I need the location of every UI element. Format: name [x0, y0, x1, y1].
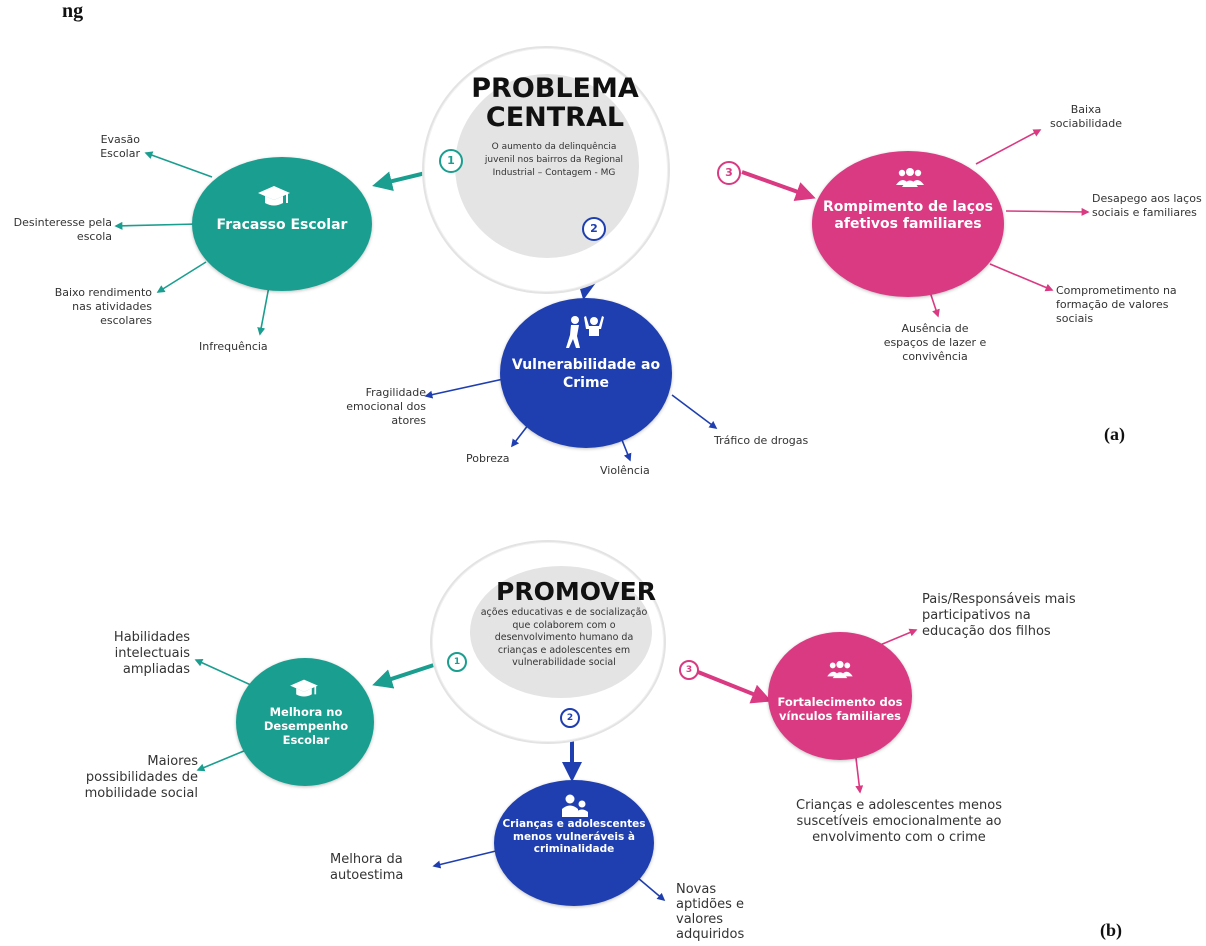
- leaf-comprometimento: Comprometimento na formação de valores s…: [1056, 284, 1177, 325]
- arrow-crime-fragilidade: [424, 377, 509, 399]
- step-badge-b-3: 3: [679, 660, 699, 680]
- central-promote-title: PROMOVER: [496, 577, 656, 606]
- leaf-suscetiveis: Crianças e adolescentes menos suscetívei…: [796, 798, 1002, 845]
- leaf-trafico: Tráfico de drogas: [714, 434, 809, 447]
- leaf-ausencia: Ausência de espaços de lazer e convivênc…: [883, 322, 987, 363]
- panel-b-label: (b): [1100, 920, 1122, 940]
- family-strengthening-label: Fortalecimento dos vínculos familiares: [777, 695, 903, 723]
- step-badge-3: 3: [717, 161, 741, 185]
- people-group-icon: [896, 168, 924, 187]
- leaf-violencia: Violência: [600, 464, 650, 477]
- heading-fragment: ng: [62, 0, 84, 22]
- school-improvement-node: [236, 658, 374, 786]
- parent-child-icon: [562, 794, 588, 817]
- leaf-mobilidade: Maiores possibilidades de mobilidade soc…: [84, 754, 198, 801]
- arrow-crime-violencia: [621, 439, 632, 462]
- step-badge-2: 2: [582, 217, 606, 241]
- central-promote-text: ações educativas e de socialização que c…: [480, 607, 648, 668]
- crime-vulnerability-label: Vulnerabilidade ao Crime: [511, 357, 661, 391]
- arrow-school-desinteresse: [114, 221, 199, 230]
- graduation-cap-icon: [258, 186, 290, 206]
- leaf-rendimento: Baixo rendimento nas atividades escolare…: [54, 286, 152, 327]
- school-failure-node: [192, 157, 372, 291]
- leaf-desapego: Desapego aos laços sociais e familiares: [1092, 192, 1202, 219]
- people-group-icon: [827, 660, 853, 679]
- leaf-fragilidade: Fragilidade emocional dos atores: [346, 386, 426, 427]
- arrow-children-autoestima: [432, 849, 501, 869]
- family-strengthening-node: [768, 632, 912, 760]
- arrow-crime-trafico: [671, 394, 718, 429]
- leaf-autoestima: Melhora da autoestima: [330, 852, 404, 883]
- panel-a-label: (a): [1104, 424, 1125, 444]
- leaf-infrequencia: Infrequência: [199, 340, 268, 353]
- arrow-family-suscetiveis: [855, 757, 864, 794]
- arrow-family-desapego: [1005, 207, 1090, 216]
- arrow-children-aptidoes: [637, 877, 666, 902]
- children-resilience-label: Crianças e adolescentes menos vulnerávei…: [502, 818, 646, 855]
- leaf-pais: Pais/Responsáveis mais participativos na…: [922, 592, 1076, 639]
- central-problem-title: PROBLEMA CENTRAL: [471, 73, 639, 133]
- leaf-habilidades: Habilidades intelectuais ampliadas: [113, 630, 190, 677]
- leaf-pobreza: Pobreza: [466, 452, 510, 465]
- school-failure-label: Fracasso Escolar: [216, 217, 348, 233]
- arrow-family-sociabilidade: [975, 129, 1042, 165]
- leaf-sociabilidade: Baixa sociabilidade: [1050, 103, 1122, 130]
- arrow-school-rendimento: [156, 261, 207, 293]
- step-badge-1: 1: [439, 149, 463, 173]
- arrow-promote-to-family: [697, 670, 772, 704]
- arrow-center-to-family: [741, 170, 816, 202]
- arrow-family-ausencia: [929, 291, 940, 318]
- central-disc-b: [470, 566, 652, 698]
- central-disc: [455, 74, 639, 258]
- leaf-desinteresse: Desinteresse pela escola: [13, 216, 112, 243]
- leaf-evasao: Evasão Escolar: [100, 133, 140, 160]
- family-rupture-label: Rompimento de laços afetivos familiares: [823, 199, 993, 232]
- arrow-school-evasao: [144, 151, 213, 178]
- leaf-aptidoes: Novas aptidões e valores adquiridos: [676, 882, 745, 942]
- school-improvement-label: Melhora no Desempenho Escolar: [263, 705, 349, 747]
- central-problem-text: O aumento da delinquência juvenil nos ba…: [484, 142, 624, 178]
- step-badge-b-2: 2: [560, 708, 580, 728]
- step-badge-b-1: 1: [447, 652, 467, 672]
- arrest-icon: [566, 316, 604, 348]
- arrow-family-comprometimento: [989, 263, 1054, 292]
- graduation-cap-icon: [290, 679, 318, 697]
